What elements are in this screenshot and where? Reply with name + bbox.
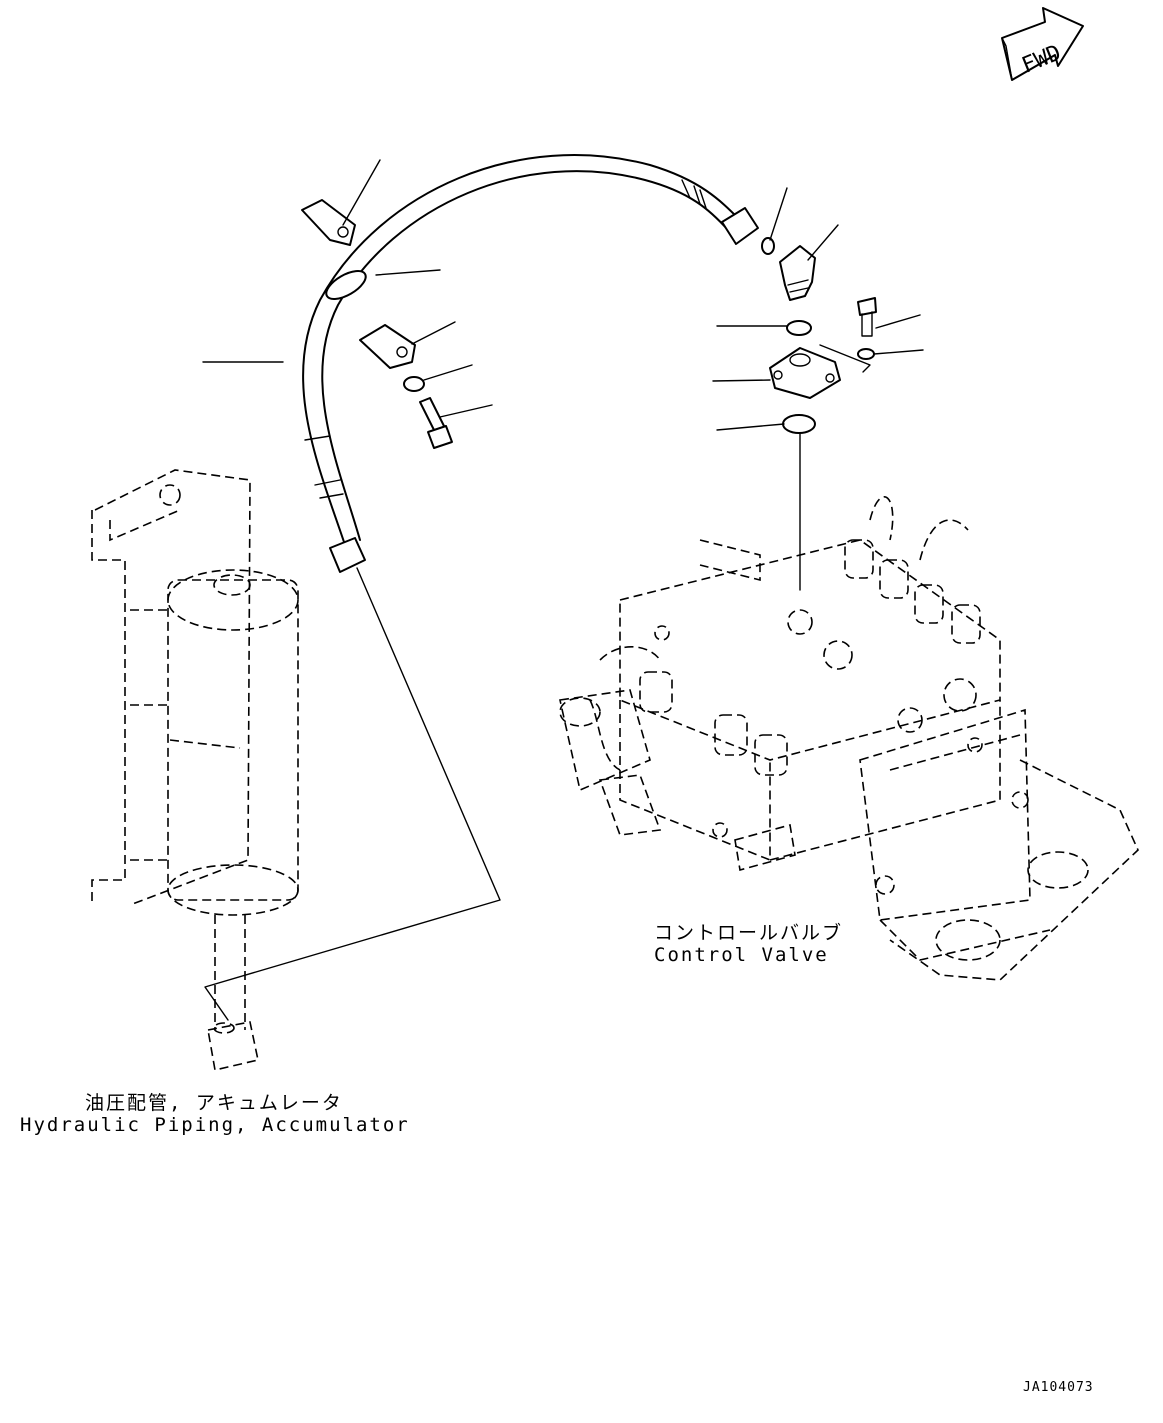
- o-ring-large: [782, 414, 816, 434]
- leader-lines: [202, 159, 924, 1021]
- washer: [403, 376, 425, 392]
- fwd-arrow-icon: FWD: [1001, 7, 1084, 81]
- o-ring-small: [761, 237, 775, 255]
- accumulator-label-en: Hydraulic Piping, Accumulator: [20, 1114, 410, 1136]
- accumulator: [91, 469, 299, 1071]
- split-flange: [769, 347, 841, 399]
- elbow-fitting: [779, 245, 816, 301]
- hydraulic-hose: [302, 154, 759, 573]
- bolt: [419, 397, 453, 449]
- accumulator-label-jp: 油圧配管, アキュムレータ: [85, 1092, 343, 1114]
- control-valve-label-jp: コントロールバルブ: [654, 922, 844, 944]
- control-valve-label-en: Control Valve: [654, 944, 829, 966]
- drawing-code: JA104073: [1023, 1380, 1094, 1395]
- control-valve: [559, 496, 1139, 981]
- lock-washer: [857, 348, 875, 360]
- flange-bolt: [857, 297, 877, 337]
- hose-clamp-upper: [301, 199, 356, 246]
- o-ring-mid: [786, 320, 812, 336]
- fwd-label: FWD: [1018, 41, 1064, 79]
- hose-clamp-lower: [359, 324, 416, 369]
